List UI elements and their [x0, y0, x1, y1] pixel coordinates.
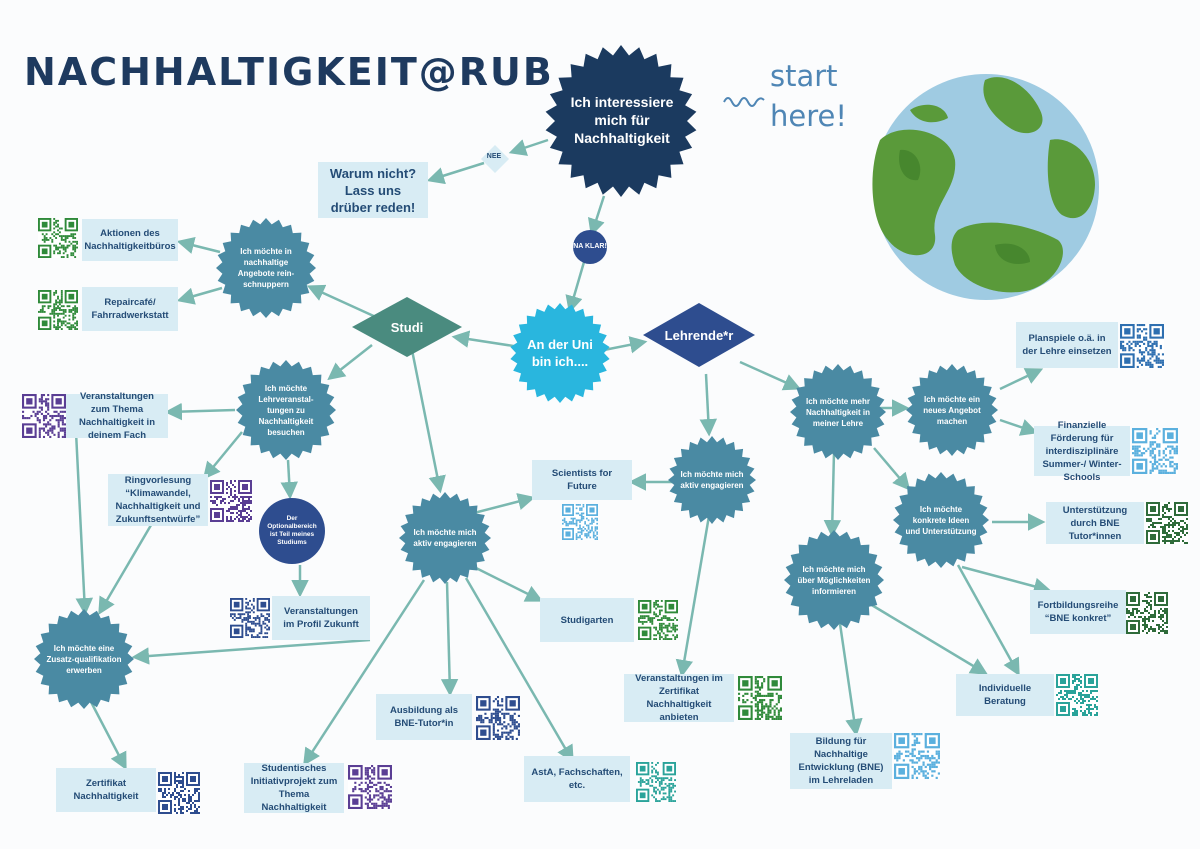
- qr-bne-tutor: [476, 696, 520, 740]
- qr-aktionen: [38, 218, 78, 258]
- uni-node-shape: [510, 303, 610, 403]
- studi-node-shape: [352, 297, 462, 357]
- s-schnuppern-node: Ich möchte in nachhaltige Angebote rein-…: [237, 247, 295, 289]
- l-angebot-node: Ich möchte ein neues Angebot machen: [923, 394, 981, 426]
- qr-repair: [38, 290, 78, 330]
- studi-node: Studi: [390, 319, 424, 335]
- naklar-label: NA KLAR!: [573, 243, 607, 250]
- start-here-label: start here!: [770, 56, 847, 136]
- unterstuetzung-box: Unterstützung durch BNE Tutor*innen: [1046, 502, 1144, 544]
- l-aktiv-node: Ich möchte mich aktiv engagieren: [680, 470, 744, 490]
- l-angebot-node-shape: [906, 364, 998, 456]
- l-infos-node-shape: [784, 530, 884, 630]
- node-shapes: [34, 45, 998, 709]
- veranst-fach-box: Veranstaltungen zum Thema Nachhaltigkeit…: [66, 391, 168, 441]
- qr-asta: [636, 762, 676, 802]
- qr-ringvorlesung: [210, 480, 252, 522]
- nee-label: NEE: [486, 152, 502, 160]
- start-node: Ich interessiere mich für Nachhaltigkeit: [570, 94, 674, 146]
- qr-planspiele: [1120, 324, 1164, 368]
- qr-zert-anbieten: [738, 676, 782, 720]
- qr-lehrladen: [894, 733, 940, 779]
- qr-fortbildung: [1126, 592, 1168, 634]
- lehrende-node-shape: [643, 303, 755, 367]
- s-zusatz-node-shape: [34, 609, 134, 709]
- l-infos-node: Ich möchte mich über Möglichkeiten infor…: [797, 564, 871, 596]
- s-lehrver-node: Ich möchte Lehrveranstal-tungen zu Nachh…: [258, 383, 314, 437]
- qr-veranst-fach: [22, 394, 66, 438]
- l-ideen-node: Ich möchte konkrete Ideen und Unterstütz…: [905, 504, 977, 536]
- repair-box: Repaircafé/ Fahrradwerkstatt: [82, 287, 178, 331]
- zertifikat-box: Zertifikat Nachhaltigkeit: [56, 768, 156, 812]
- s-lehrver-node-shape: [236, 360, 336, 460]
- ringvorlesung-box: Ringvorlesung “Klimawandel, Nachhaltigke…: [108, 474, 208, 526]
- qr-studigarten: [638, 600, 678, 640]
- uni-node: An der Uni bin ich....: [527, 337, 593, 369]
- l-aktiv-node-shape: [668, 436, 756, 524]
- scientists-box: Scientists for Future: [532, 460, 632, 500]
- beratung-box: Individuelle Beratung: [956, 674, 1054, 716]
- l-ideen-node-shape: [893, 472, 989, 568]
- s-schnuppern-node-shape: [216, 218, 316, 318]
- asta-box: AstA, Fachschaften, etc.: [524, 756, 630, 802]
- qr-foerderung: [1132, 428, 1178, 474]
- here-word: here!: [770, 99, 847, 133]
- profil-box: Veranstaltungen im Profil Zukunft: [272, 596, 370, 640]
- planspiele-box: Planspiele o.ä. in der Lehre einsetzen: [1016, 322, 1118, 368]
- aktionen-box: Aktionen des Nachhaltigkeitbüros: [82, 219, 178, 261]
- s-aktiv-node-shape: [399, 492, 491, 584]
- bne-tutor-box: Ausbildung als BNE-Tutor*in: [376, 694, 472, 740]
- connector-arrows: [74, 138, 1052, 771]
- nee-node-shape: [481, 145, 509, 173]
- squiggle-decoration: [723, 97, 765, 107]
- lehrende-node: Lehrende*r: [664, 327, 734, 343]
- qr-profil: [230, 598, 270, 638]
- l-lehre-node-shape: [790, 364, 886, 460]
- s-optional-node-shape: [259, 498, 325, 564]
- s-optional-node: Der Optionalbereich ist Teil meines Stud…: [267, 515, 317, 546]
- l-lehre-node: Ich möchte mehr Nachhaltigkeit in meiner…: [805, 396, 870, 428]
- lehrladen-box: Bildung für Nachhaltige Entwicklung (BNE…: [790, 733, 892, 789]
- foerderung-box: Finanzielle Förderung für interdisziplin…: [1034, 420, 1130, 483]
- qr-scientists: [562, 504, 598, 540]
- warum-box: Warum nicht? Lass uns drüber reden!: [318, 162, 428, 218]
- qr-unterstuetzung: [1146, 502, 1188, 544]
- qr-beratung: [1056, 674, 1098, 716]
- page-title: NACHHALTIGKEIT@RUB: [24, 50, 554, 94]
- qr-initiativ: [348, 765, 392, 809]
- fortbildung-box: Fortbildungsreihe “BNE konkret”: [1030, 590, 1126, 634]
- start-word: start: [770, 59, 838, 93]
- zert-anbieten-box: Veranstaltungen im Zertifikat Nachhaltig…: [624, 673, 734, 723]
- initiativ-box: Studentisches Initiativprojekt zum Thema…: [244, 763, 344, 813]
- studigarten-box: Studigarten: [540, 598, 634, 642]
- start-node-shape: [545, 45, 697, 197]
- s-aktiv-node: Ich möchte mich aktiv engagieren: [413, 528, 477, 548]
- earth-illustration: [872, 74, 1099, 300]
- naklar-node-shape: [573, 230, 607, 264]
- s-zusatz-node: Ich möchte eine Zusatz-qualifikation erw…: [46, 643, 122, 675]
- qr-zertifikat: [158, 772, 200, 814]
